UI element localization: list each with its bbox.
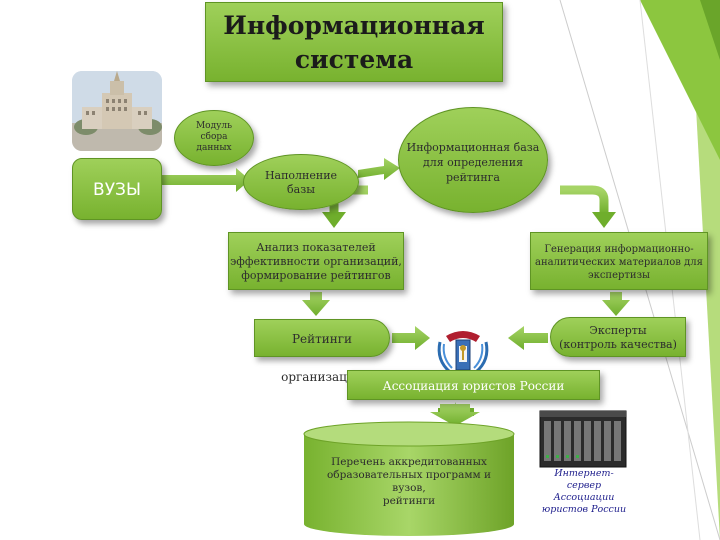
- list-line3: рейтинги: [382, 495, 436, 507]
- generation-line3: экспертизы: [587, 270, 651, 281]
- organization-ratings-box: Рейтинги организаций: [254, 319, 390, 384]
- server-caption: Интернет-сервер Ассоциации юристов Росси…: [538, 468, 630, 516]
- system-title-line2: система: [294, 45, 414, 74]
- universities-box: ВУЗЫ: [72, 158, 162, 220]
- filling-line2: базы: [287, 183, 315, 196]
- analysis-box: Анализ показателей эффективности организ…: [228, 232, 404, 290]
- infobase-line3: рейтинга: [446, 171, 500, 184]
- accredited-list-cylinder: [303, 421, 515, 536]
- arrow-experts-to-logo: [508, 326, 548, 350]
- module-line3: данных: [196, 143, 232, 153]
- arrow-vuzy-to-filling: [162, 168, 250, 192]
- generation-line2: аналитических материалов для: [535, 257, 703, 268]
- experts-line1: Эксперты: [589, 324, 647, 337]
- arrow-infobase-to-generation: [560, 185, 616, 228]
- university-building-photo: [72, 71, 162, 151]
- server-line2: Ассоциации: [553, 492, 615, 503]
- filling-line1: Наполнение: [264, 169, 338, 182]
- list-line1: Перечень аккредитованных: [331, 456, 487, 468]
- arrow-filling-to-infobase: [358, 158, 400, 180]
- server-line1: Интернет-сервер: [554, 468, 614, 491]
- generation-box: Генерация информационно- аналитических м…: [530, 232, 708, 290]
- server-rack-image: [539, 410, 627, 468]
- analysis-line3: формирование рейтингов: [241, 269, 391, 282]
- association-bar: Ассоциация юристов России: [347, 370, 600, 400]
- analysis-line2: эффективности организаций,: [230, 255, 402, 268]
- module-line2: сбора: [200, 132, 228, 142]
- infobase-line2: для определения: [422, 156, 524, 169]
- data-collection-module-bubble: Модуль сбора данных: [174, 110, 254, 166]
- accredited-list-text: Перечень аккредитованных образовательных…: [310, 456, 508, 508]
- list-line2: образовательных программ и вузов,: [326, 469, 492, 494]
- arrow-analysis-to-ratings: [302, 292, 330, 316]
- analysis-line1: Анализ показателей: [256, 241, 376, 254]
- arrow-generation-to-experts: [602, 292, 630, 316]
- experts-box: Эксперты (контроль качества): [550, 317, 686, 357]
- server-line3: юристов России: [541, 504, 627, 515]
- arrow-ratings-to-logo: [392, 326, 430, 350]
- module-line1: Модуль: [195, 121, 233, 131]
- system-title-box: Информационная система: [205, 2, 503, 82]
- database-filling-ellipse: Наполнение базы: [243, 154, 359, 210]
- generation-line1: Генерация информационно-: [544, 244, 694, 255]
- experts-line2: (контроль качества): [559, 338, 677, 351]
- infobase-line1: Информационная база: [406, 141, 540, 154]
- system-title-line1: Информационная: [223, 11, 485, 40]
- rating-infobase-ellipse: Информационная база для определения рейт…: [398, 107, 548, 213]
